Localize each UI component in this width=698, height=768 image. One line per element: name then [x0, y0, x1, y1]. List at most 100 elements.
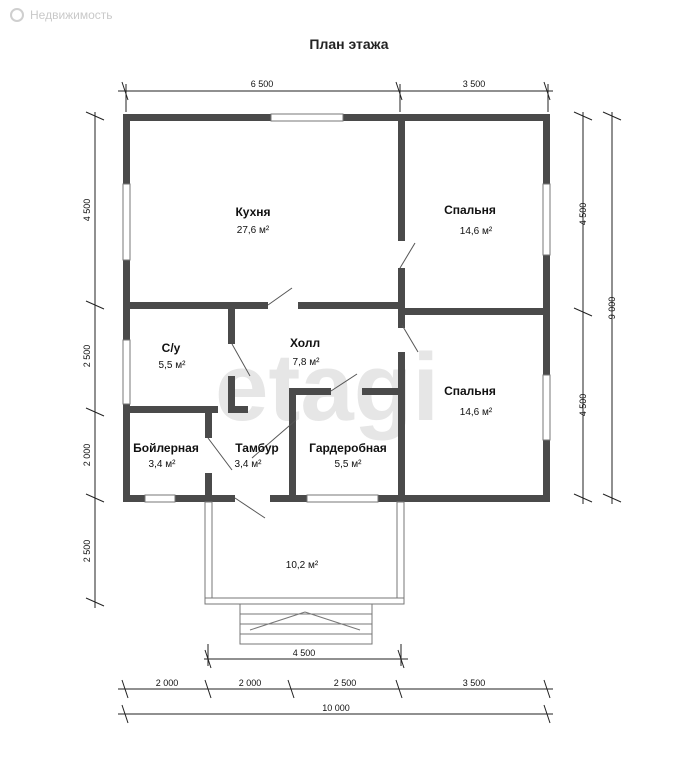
- porch-post-left: [204, 501, 213, 603]
- wall-bath-hall: [228, 309, 235, 344]
- window-left-1: [122, 183, 131, 261]
- porch: [204, 501, 405, 645]
- window-bottom-2: [306, 494, 379, 503]
- wall-kitchen-hall-right: [298, 302, 398, 309]
- door-bedroom2: [401, 324, 419, 353]
- wall-kitchen-bedroom-low: [398, 268, 405, 328]
- dim-tick-bs-1: [121, 679, 129, 699]
- windows: [122, 113, 551, 503]
- dim-top-1: 6 500: [251, 79, 274, 89]
- dim-right-total: 9 000: [607, 297, 617, 320]
- room-hall-area: 7,8 м²: [293, 357, 321, 368]
- dim-bottom-1: 2 000: [156, 678, 179, 688]
- wall-left-mid: [123, 260, 130, 340]
- wall-bath-hall-low: [228, 376, 235, 412]
- dim-left-1: 4 500: [82, 199, 92, 222]
- porch-step-arrow-l: [249, 611, 306, 631]
- room-bathroom-name: С/у: [162, 341, 181, 355]
- wall-bedrooms: [405, 308, 543, 315]
- dim-tick-left-5: [85, 597, 105, 607]
- wall-wardrobe-bedroom: [398, 352, 405, 502]
- walls: [123, 114, 550, 502]
- wall-left-low: [123, 404, 130, 502]
- door-wardrobe: [330, 373, 358, 392]
- wall-boiler-vestibule-top: [205, 413, 212, 438]
- room-wardrobe-name: Гардеробная: [309, 441, 387, 455]
- window-right-1: [542, 183, 551, 256]
- dim-porch-width: 4 500: [293, 648, 316, 658]
- door-kitchen: [267, 287, 293, 306]
- doors: [207, 242, 419, 519]
- dim-tick-bs-5: [543, 679, 551, 699]
- dim-left-4: 2 500: [82, 540, 92, 563]
- porch-step-arrow-r: [304, 611, 361, 631]
- dim-tick-rt-1: [602, 111, 622, 121]
- wall-bottom-1: [123, 495, 145, 502]
- wall-wardrobe-top-left: [289, 388, 331, 395]
- porch-area: 10,2 м²: [286, 560, 319, 571]
- window-bottom-1: [144, 494, 176, 503]
- room-labels: Кухня 27,6 м² Спальня 14,6 м² С/у 5,5 м²…: [133, 203, 496, 571]
- wall-left-top: [123, 114, 130, 184]
- door-bath: [231, 343, 251, 377]
- wall-bottom-4: [293, 495, 307, 502]
- dim-tick-top-1: [121, 81, 129, 101]
- dim-tick-ri-2: [573, 307, 593, 317]
- room-vestibule-name: Тамбур: [235, 441, 279, 455]
- wall-bottom-2: [175, 495, 235, 502]
- dim-right-inner-1: 4 500: [578, 203, 588, 226]
- page-title: План этажа: [309, 36, 389, 52]
- wall-kitchen-hall-left: [130, 302, 268, 309]
- wall-vestibule-wardrobe: [289, 388, 296, 495]
- room-wardrobe-area: 5,5 м²: [335, 459, 363, 470]
- dim-left-3: 2 000: [82, 444, 92, 467]
- dim-tick-bs-3: [287, 679, 295, 699]
- dim-tick-left-3: [85, 407, 105, 417]
- room-vestibule-area: 3,4 м²: [235, 459, 263, 470]
- wall-boiler-vestibule-low: [205, 473, 212, 495]
- dim-tick-bs-2: [204, 679, 212, 699]
- watermark: Недвижимость: [10, 8, 113, 22]
- door-entry: [234, 497, 266, 519]
- room-hall-name: Холл: [290, 336, 320, 350]
- big-watermark: etagi: [215, 334, 439, 441]
- wall-bottom-5: [378, 495, 550, 502]
- dimension-labels: 6 500 3 500 4 500 2 500 2 000 2 500 4 50…: [82, 79, 617, 713]
- dim-tick-left-2: [85, 300, 105, 310]
- wall-right-mid: [543, 255, 550, 375]
- porch-beam: [204, 597, 405, 605]
- wall-bath-bottom-right: [228, 406, 248, 413]
- wall-right-top: [543, 114, 550, 184]
- wall-bottom-3: [270, 495, 300, 502]
- window-left-2: [122, 339, 131, 405]
- room-bedroom2-area: 14,6 м²: [460, 407, 493, 418]
- window-top: [270, 113, 344, 122]
- dim-tick-rt-2: [602, 493, 622, 503]
- room-bedroom1-name: Спальня: [444, 203, 496, 217]
- wall-top-left: [123, 114, 271, 121]
- door-boiler: [207, 437, 233, 471]
- room-bathroom-area: 5,5 м²: [159, 360, 187, 371]
- dim-tick-bt-2: [543, 704, 551, 724]
- wall-kitchen-bedroom: [398, 121, 405, 241]
- dim-tick-left-4: [85, 493, 105, 503]
- dim-bottom-4: 3 500: [463, 678, 486, 688]
- dim-tick-ri-3: [573, 493, 593, 503]
- dim-tick-bt-1: [121, 704, 129, 724]
- door-bedroom1: [399, 242, 416, 269]
- room-bedroom2-name: Спальня: [444, 384, 496, 398]
- dim-right-inner-2: 4 500: [578, 394, 588, 417]
- dim-left-2: 2 500: [82, 345, 92, 368]
- wall-top-mid: [343, 114, 550, 121]
- logo-icon: [10, 8, 24, 22]
- dim-bottom-total: 10 000: [322, 703, 350, 713]
- dim-bottom-3: 2 500: [334, 678, 357, 688]
- dim-tick-ri-1: [573, 111, 593, 121]
- window-right-2: [542, 374, 551, 441]
- dim-tick-top-3: [543, 81, 551, 101]
- wall-bath-bottom-left: [130, 406, 218, 413]
- wall-right-low: [543, 440, 550, 502]
- door-hall-vestibule: [251, 419, 297, 459]
- dim-tick-bs-4: [395, 679, 403, 699]
